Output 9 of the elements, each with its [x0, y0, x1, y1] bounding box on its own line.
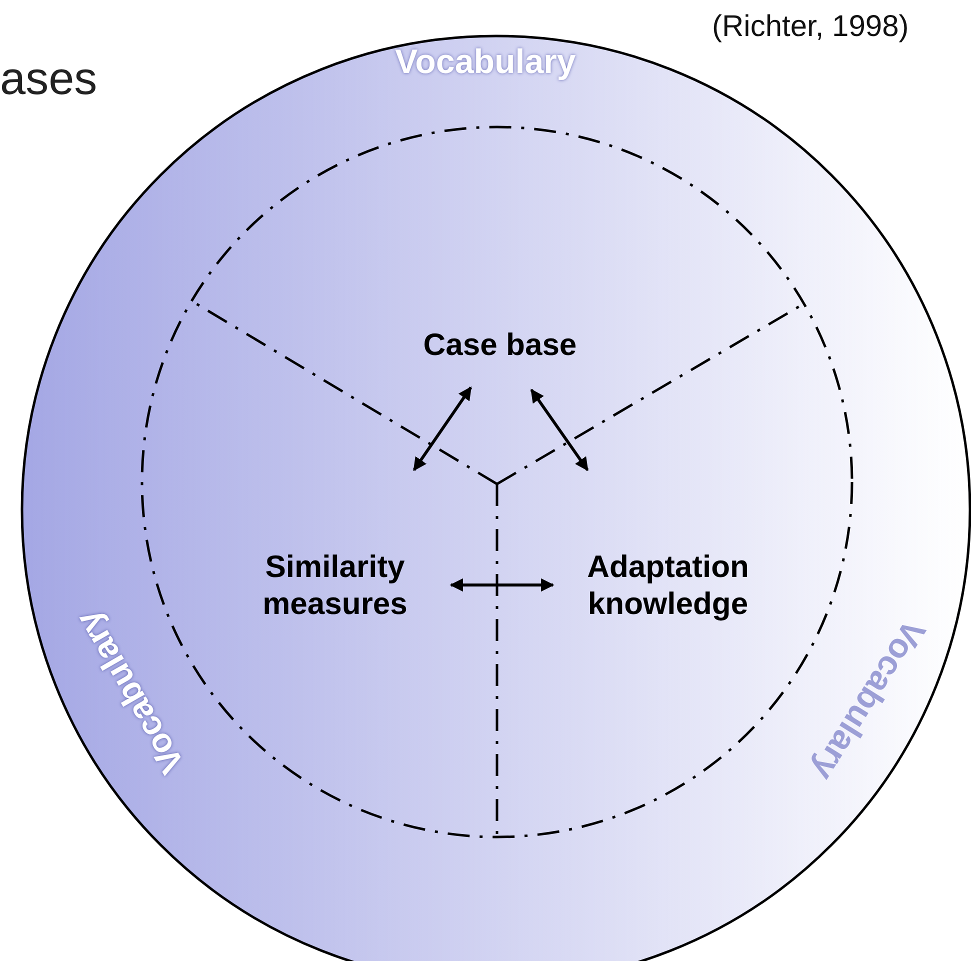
slide-title-fragment: ases	[0, 55, 98, 101]
container-label: Adaptation knowledge	[586, 548, 750, 622]
container-label: Similarity measures	[262, 548, 408, 622]
ring-label: Vocabulary	[395, 45, 576, 79]
double-arrow	[412, 386, 472, 472]
double-arrow	[530, 388, 589, 472]
container-label: Case base	[422, 326, 578, 364]
double-arrow	[450, 578, 554, 592]
citation: (Richter, 1998)	[712, 12, 909, 42]
